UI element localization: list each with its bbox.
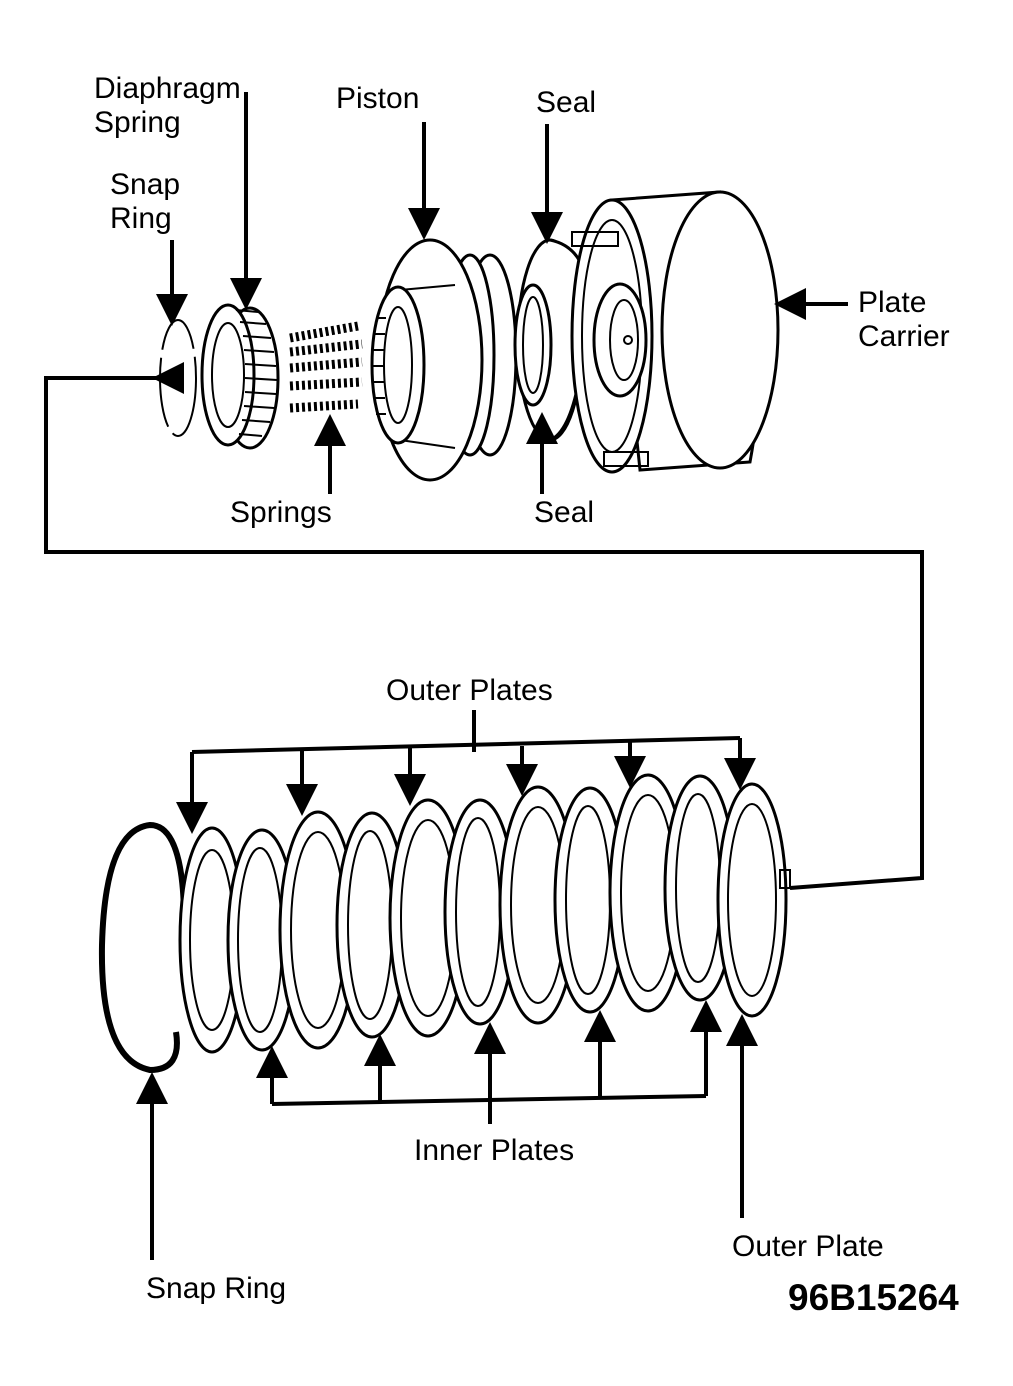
figure-code: 96B15264 — [788, 1277, 959, 1318]
label-seal-bottom: Seal — [534, 496, 594, 529]
seal-inner-part — [513, 283, 553, 407]
plate-carrier-part — [570, 190, 780, 474]
label-diaphragm-spring-line2: Spring — [94, 106, 181, 139]
label-seal-top: Seal — [536, 86, 596, 119]
plate-stack — [178, 773, 791, 1054]
outer-plate-1 — [178, 826, 249, 1054]
label-snap-ring-bottom: Snap Ring — [146, 1272, 286, 1305]
label-piston: Piston — [336, 82, 419, 115]
label-diaphragm-spring-line1: Diaphragm — [94, 72, 241, 105]
label-plate-carrier-line1: Plate — [858, 286, 926, 319]
label-outer-plate: Outer Plate — [732, 1230, 884, 1263]
springs-part — [289, 321, 363, 413]
snap-ring-bottom-part — [98, 821, 187, 1074]
piston-part — [370, 238, 518, 482]
label-snap-ring-top-line1: Snap — [110, 168, 180, 201]
label-outer-plates: Outer Plates — [386, 674, 553, 707]
label-inner-plates: Inner Plates — [414, 1134, 574, 1167]
snap-ring-top-part — [159, 319, 197, 437]
diaphragm-spring-part — [200, 303, 280, 450]
leader-lines — [136, 92, 848, 1260]
connector-line — [44, 362, 924, 890]
label-plate-carrier-line2: Carrier — [858, 320, 950, 353]
inner-plate-3 — [443, 798, 517, 1026]
label-snap-ring-top-line2: Ring — [110, 202, 172, 235]
outer-plate-6 — [716, 782, 791, 1018]
label-springs: Springs — [230, 496, 332, 529]
